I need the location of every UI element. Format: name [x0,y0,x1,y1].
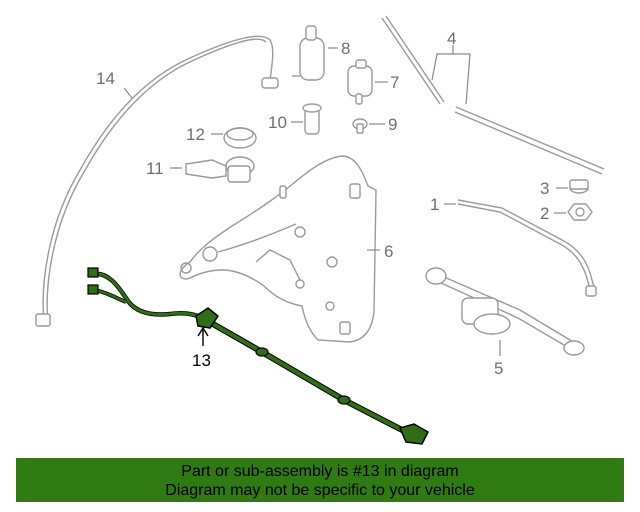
banner-line-part: Part or sub-assembly is #13 in diagram [181,463,459,480]
washer-pump-part-7 [347,59,373,105]
parts-diagram: 14 8 7 10 9 12 11 [35,15,605,445]
nut-part-2 [567,203,593,221]
wiper-arm-part-1 [457,199,597,297]
washer-reservoir-part-6 [179,155,377,343]
wiper-linkage-part-5 [425,267,585,356]
callout-2: 2 [540,204,549,223]
wiper-blades-part-4 [381,15,605,175]
reservoir-cap-part-12 [223,127,257,149]
callout-13: 13 [192,351,211,370]
callout-8: 8 [341,39,350,58]
callout-6: 6 [384,242,393,261]
washer-hose-part-14 [35,35,279,327]
filler-neck-part-11 [185,156,255,183]
callout-4: 4 [447,29,456,48]
callout-9: 9 [388,115,397,134]
callout-3: 3 [540,179,549,198]
banner-line-disclaimer: Diagram may not be specific to your vehi… [165,482,475,499]
nut-part-3 [569,179,589,194]
callout-10: 10 [268,113,287,132]
harness-part-13 [87,267,429,445]
leader-13 [197,326,209,346]
washer-pump-part-8 [292,25,325,81]
callout-5: 5 [494,359,503,378]
callout-14: 14 [96,69,115,88]
callout-7: 7 [390,73,399,92]
info-banner: Part or sub-assembly is #13 in diagram D… [16,458,624,502]
screw-part-9 [352,118,368,134]
leader-4 [431,45,471,105]
callout-12: 12 [186,125,205,144]
grommet-part-10 [302,103,322,135]
callout-1: 1 [430,195,439,214]
leader-14 [123,87,133,99]
callout-11: 11 [146,159,164,178]
